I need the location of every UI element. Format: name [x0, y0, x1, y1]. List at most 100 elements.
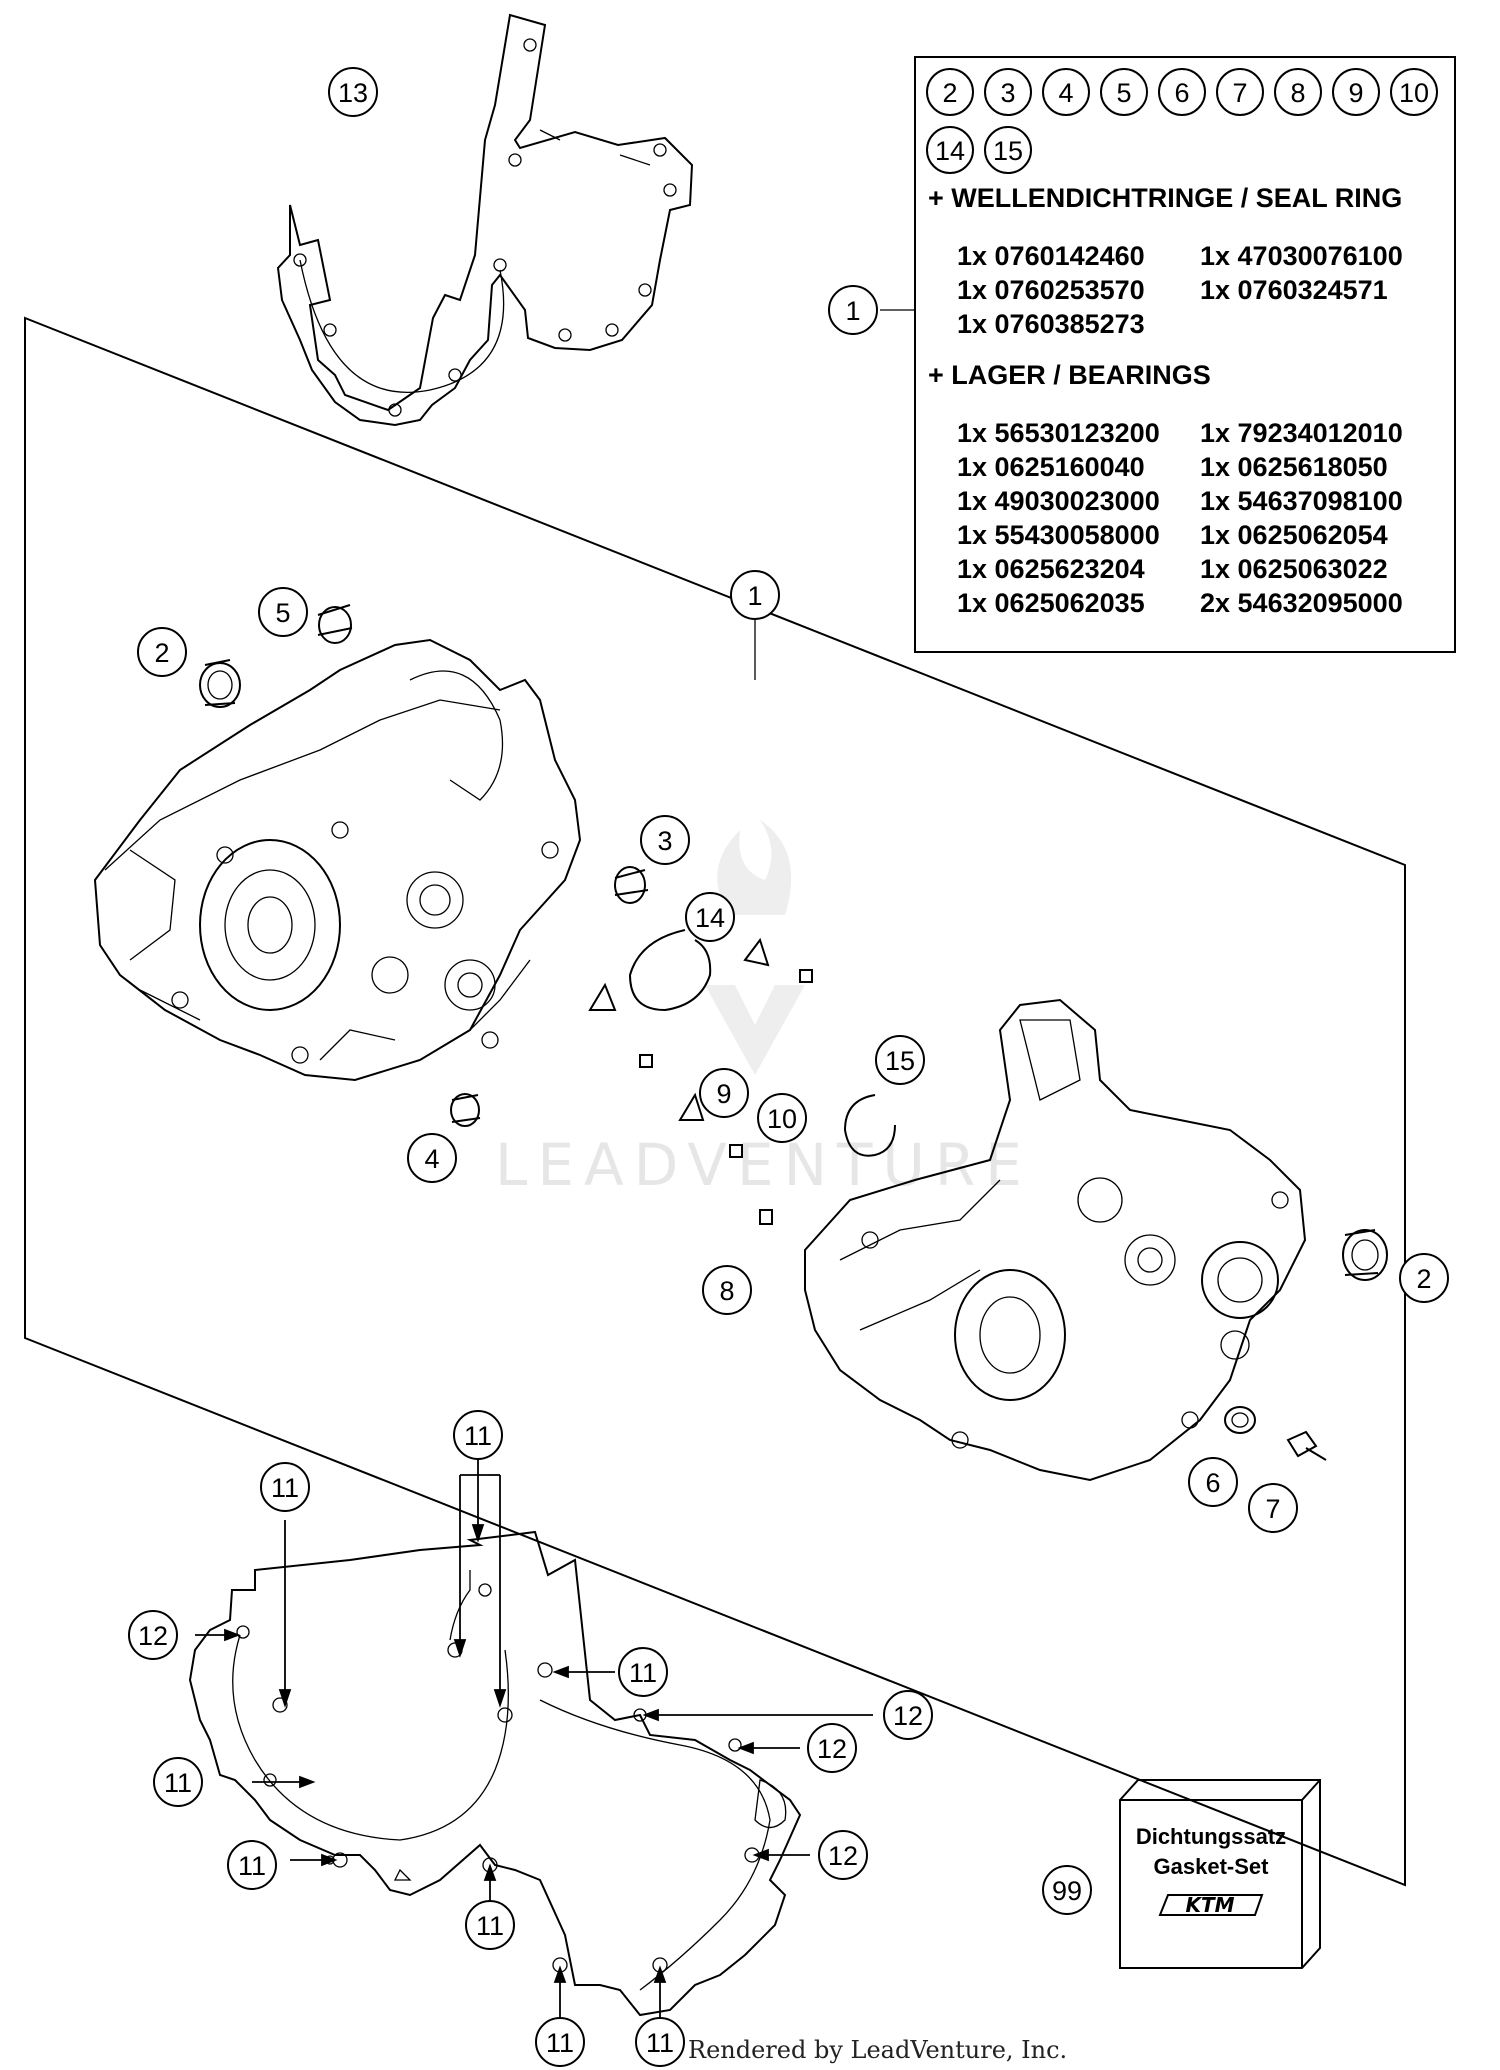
callout-number: 11 — [164, 1768, 192, 1798]
callout-10: 10 — [757, 1093, 807, 1143]
included-part-badge: 8 — [1274, 68, 1322, 116]
callout-5: 5 — [258, 587, 308, 637]
callout-number: 12 — [828, 1841, 858, 1871]
included-part-badge: 15 — [984, 126, 1032, 174]
ktm-logo-text: KTM — [1185, 1893, 1234, 1917]
callout-circle — [699, 1068, 749, 1118]
callout-circle — [227, 1840, 277, 1890]
callout-number: 12 — [138, 1621, 168, 1651]
callout-number: 10 — [767, 1104, 797, 1134]
callout-circle — [465, 1900, 515, 1950]
small-parts — [199, 604, 1388, 1461]
callout-circle — [1188, 1457, 1238, 1507]
callout-number: 3 — [657, 826, 672, 856]
callout-number: 6 — [1205, 1468, 1220, 1498]
callout-number: 11 — [476, 1911, 504, 1941]
seal-ring-list: 1x 0760142460 1x 47030076100 1x 0760253570… — [957, 241, 1403, 339]
callout-number: 2 — [1416, 1264, 1431, 1294]
callout-circle — [828, 285, 878, 335]
seal-ring-header: + WELLENDICHTRINGE / SEAL RING — [928, 183, 1402, 213]
callout-number: 5 — [275, 598, 290, 628]
badge-circle — [1332, 68, 1380, 116]
badge-number: 9 — [1348, 78, 1363, 108]
callout-9: 9 — [699, 1068, 749, 1118]
callout-number: 2 — [154, 638, 169, 668]
callout-number: 11 — [464, 1421, 492, 1451]
callout-number: 11 — [271, 1473, 299, 1503]
callout-15: 15 — [875, 1035, 925, 1085]
badge-circle — [984, 68, 1032, 116]
part-number-entry: 1x 54637098100 — [1200, 486, 1403, 516]
part-number-entry: 1x 0625618050 — [1200, 452, 1388, 482]
callout-number: 12 — [817, 1734, 847, 1764]
badge-number: 15 — [993, 136, 1023, 166]
callout-11-bottom-2: 11 — [635, 2017, 685, 2067]
badge-circle — [926, 68, 974, 116]
callout-number: 15 — [885, 1046, 915, 1076]
callout-11-left-mid: 11 — [153, 1757, 203, 1807]
part-number-entry: 1x 55430058000 — [957, 520, 1160, 550]
footer-credit: Rendered by LeadVenture, Inc. — [688, 2036, 1067, 2064]
badge-circle — [1042, 68, 1090, 116]
callout-circle — [328, 67, 378, 117]
part-number-entry: 1x 47030076100 — [1200, 241, 1403, 271]
gasket-arrows — [195, 1455, 873, 2030]
callout-14: 14 — [685, 892, 735, 942]
badge-circle — [926, 126, 974, 174]
callout-1-assembly: 1 — [730, 570, 780, 620]
callout-11-top: 11 — [453, 1410, 503, 1460]
callout-circle — [807, 1723, 857, 1773]
part-number-entry: 1x 0760253570 — [957, 275, 1145, 305]
badge-circle — [1274, 68, 1322, 116]
included-part-badge: 10 — [1390, 68, 1438, 116]
callout-circle — [640, 815, 690, 865]
callout-circle — [1248, 1483, 1298, 1533]
callout-4: 4 — [407, 1133, 457, 1183]
callout-circle — [407, 1133, 457, 1183]
callout-12-right-mid: 12 — [807, 1723, 857, 1773]
callout-circle — [137, 627, 187, 677]
part-number-entry: 2x 54632095000 — [1200, 588, 1403, 618]
badge-circle — [1390, 68, 1438, 116]
included-part-badge: 7 — [1216, 68, 1264, 116]
callout-number: 8 — [719, 1276, 734, 1306]
ktm-logo: KTM — [1158, 1893, 1264, 1917]
callout-99: 99 — [1042, 1865, 1092, 1915]
callout-11-bottom-left: 11 — [227, 1840, 277, 1890]
callout-2-left: 2 — [137, 627, 187, 677]
included-part-badge: 3 — [984, 68, 1032, 116]
callout-number: 11 — [646, 2028, 674, 2058]
part-number-entry: 1x 56530123200 — [957, 418, 1160, 448]
callout-circle — [535, 2017, 585, 2067]
included-part-badge: 14 — [926, 126, 974, 174]
badge-number: 6 — [1174, 78, 1189, 108]
callout-11-center: 11 — [465, 1900, 515, 1950]
badge-number: 7 — [1232, 78, 1247, 108]
gasket-kit-box: Dichtungssatz Gasket-Set KTM — [1119, 1779, 1321, 1969]
callout-number: 11 — [629, 1658, 657, 1688]
assembly-frame — [24, 316, 1406, 1887]
part-number-entry: 1x 0760324571 — [1200, 275, 1388, 305]
gasket-kit-line1: Dichtungssatz — [1136, 1824, 1286, 1849]
callout-circle — [635, 2017, 685, 2067]
callout-6: 6 — [1188, 1457, 1238, 1507]
badge-number: 4 — [1058, 78, 1073, 108]
badge-circle — [1216, 68, 1264, 116]
callout-circle — [1399, 1253, 1449, 1303]
top-gasket-13 — [276, 13, 694, 427]
badge-circle — [1158, 68, 1206, 116]
included-part-badge: 6 — [1158, 68, 1206, 116]
callout-11-right: 11 — [618, 1647, 668, 1697]
callout-7: 7 — [1248, 1483, 1298, 1533]
part-number-entry: 1x 0625623204 — [957, 554, 1145, 584]
part-number-entry: 1x 0760142460 — [957, 241, 1145, 271]
callout-12-left: 12 — [128, 1610, 178, 1660]
part-number-entry: 1x 0625063022 — [1200, 554, 1388, 584]
callout-3: 3 — [640, 815, 690, 865]
badge-number: 14 — [935, 136, 965, 166]
callout-circle — [1042, 1865, 1092, 1915]
badge-circle — [984, 126, 1032, 174]
